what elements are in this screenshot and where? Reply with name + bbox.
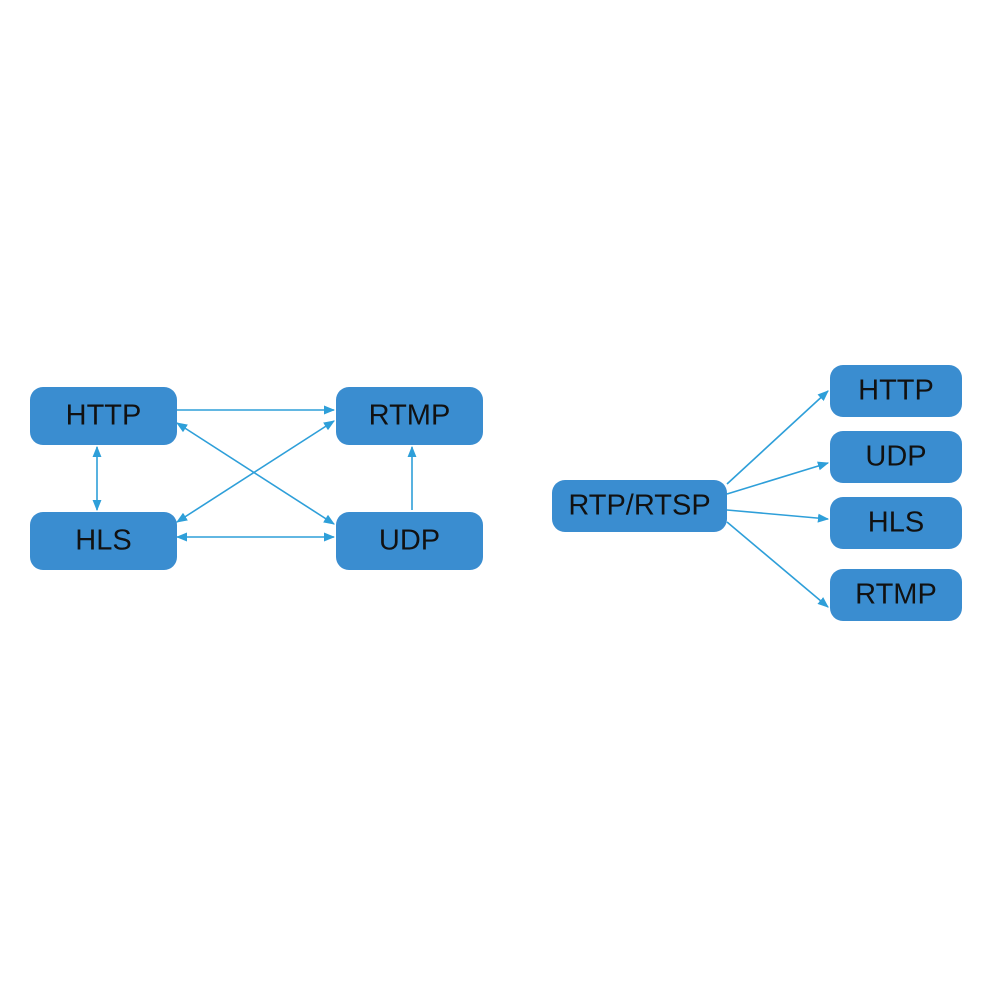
edges-layer — [92, 390, 830, 608]
node-box — [552, 480, 727, 532]
node-rtmp: RTMP — [336, 387, 483, 445]
node-hls2: HLS — [830, 497, 962, 549]
node-label: HTTP — [66, 400, 142, 432]
node-rtp: RTP/RTSP — [552, 480, 727, 532]
edge-rtp-to-http2 — [726, 390, 829, 485]
node-http: HTTP — [30, 387, 177, 445]
node-box — [336, 387, 483, 445]
node-box — [30, 512, 177, 570]
node-udp: UDP — [336, 512, 483, 570]
node-label: RTP/RTSP — [568, 490, 710, 522]
edge-rtp-to-udp2 — [726, 461, 830, 495]
node-label: RTMP — [855, 579, 937, 611]
nodes-layer: HTTP RTMP HLS UDP RTP/RTSP HTTP UDP HLS RTMP — [30, 365, 962, 621]
node-label: HTTP — [858, 375, 934, 407]
edge-rtp-to-hls2 — [726, 509, 830, 523]
node-label: RTMP — [369, 400, 451, 432]
edge-hls-to-rtmp — [176, 420, 335, 523]
node-label: UDP — [379, 525, 440, 557]
node-rtmp2: RTMP — [830, 569, 962, 621]
node-box — [30, 387, 177, 445]
node-box — [336, 512, 483, 570]
node-box — [830, 569, 962, 621]
node-label: HLS — [75, 525, 131, 557]
node-box — [830, 431, 962, 483]
node-box — [830, 365, 962, 417]
node-box — [830, 497, 962, 549]
edge-rtp-to-rtmp2 — [726, 521, 829, 608]
node-hls: HLS — [30, 512, 177, 570]
node-http2: HTTP — [830, 365, 962, 417]
node-udp2: UDP — [830, 431, 962, 483]
edge-http-to-udp — [176, 422, 335, 525]
node-label: UDP — [865, 441, 926, 473]
node-label: HLS — [868, 507, 924, 539]
